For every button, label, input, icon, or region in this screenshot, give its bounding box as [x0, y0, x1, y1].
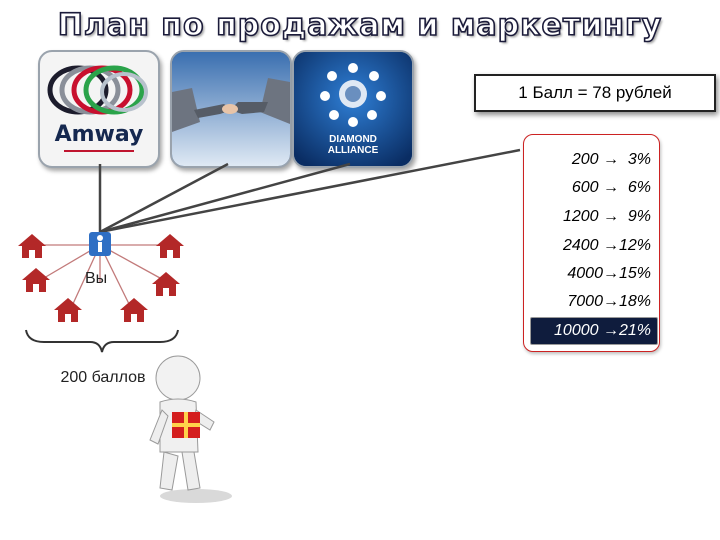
- points-label: 200 баллов: [58, 368, 148, 388]
- house-icon: [18, 234, 46, 258]
- scale-row: 4000→15%: [524, 260, 657, 288]
- scale-row: 7000→18%: [524, 288, 657, 316]
- point-rate-box: 1 Балл = 78 рублей: [474, 74, 716, 112]
- bonus-scale: 200 → 3% 600 → 6% 1200 → 9% 2400 →12% 40…: [523, 134, 660, 352]
- scale-row-highlighted: 10000 →21%: [530, 317, 658, 345]
- scale-row: 200 → 3%: [524, 146, 657, 174]
- connector-line-handshake: [100, 164, 228, 232]
- house-icon: [54, 298, 82, 322]
- scale-row: 1200 → 9%: [524, 203, 657, 231]
- person-icon: [89, 232, 111, 256]
- scale-row: 600 → 6%: [524, 174, 657, 202]
- scale-row: 2400 →12%: [524, 232, 657, 260]
- figure-with-gift-icon: [150, 356, 232, 503]
- house-icon: [22, 268, 50, 292]
- house-icon: [156, 234, 184, 258]
- connector-line-scale: [100, 150, 520, 232]
- house-icon: [120, 298, 148, 322]
- connector-line-diamond: [100, 164, 350, 232]
- you-label: Вы: [85, 270, 107, 288]
- brace-icon: [26, 330, 178, 352]
